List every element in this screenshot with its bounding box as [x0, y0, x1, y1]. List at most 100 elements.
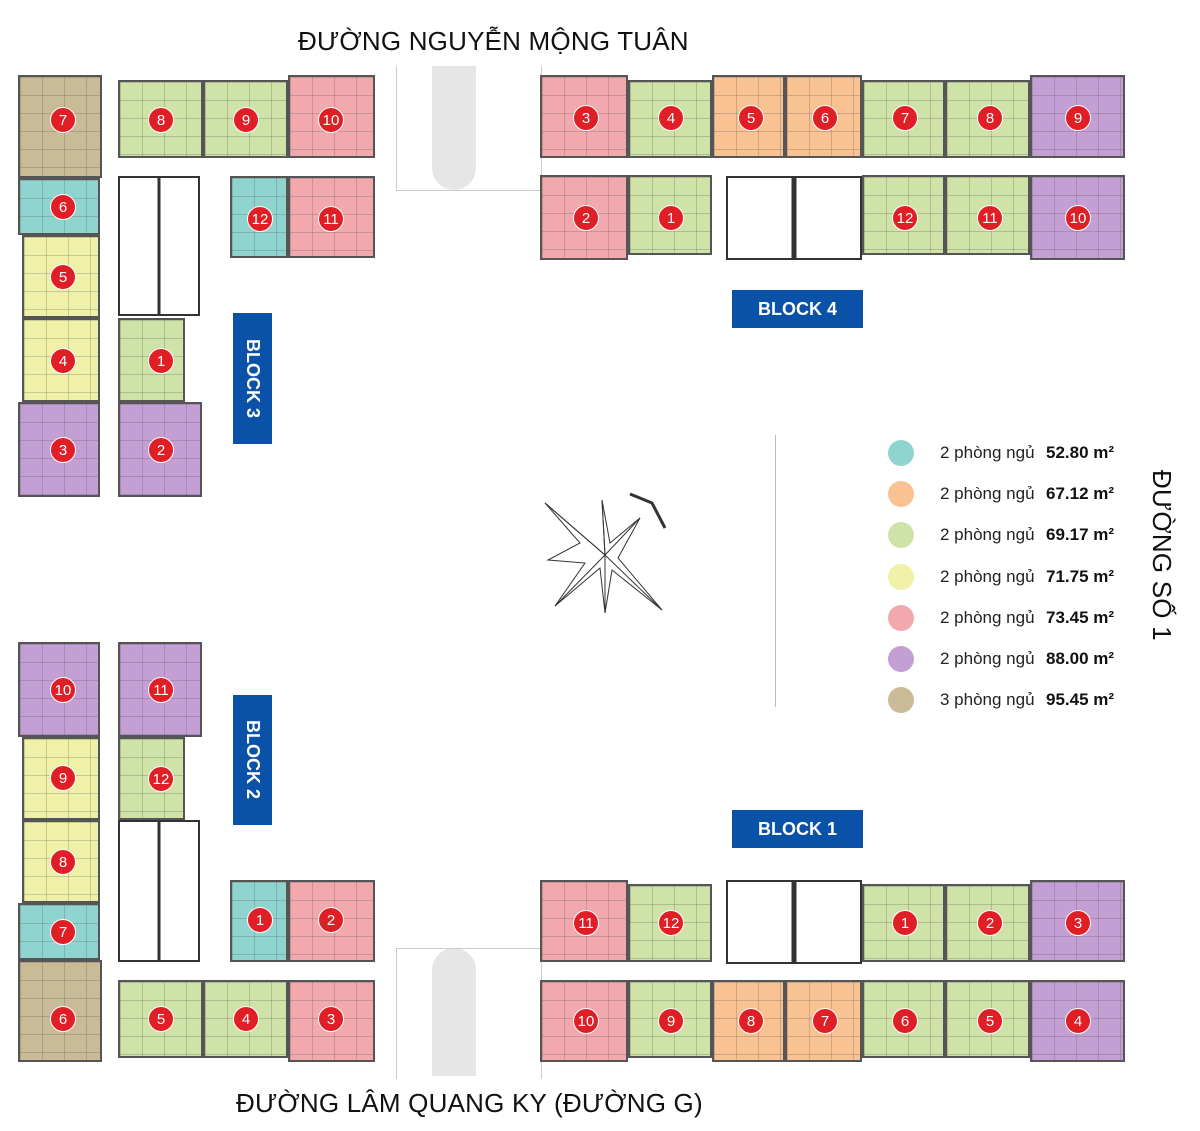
- core-block3: [118, 176, 200, 316]
- unit-number-badge: 2: [573, 205, 599, 231]
- unit-b4-1[interactable]: [628, 175, 712, 255]
- legend-label: 2 phòng ngủ: [940, 566, 1035, 586]
- unit-number-badge: 12: [658, 910, 684, 936]
- color-swatch: [888, 439, 914, 466]
- unit-number-badge: 3: [573, 105, 599, 131]
- unit-number-badge: 3: [50, 437, 76, 463]
- unit-number-badge: 2: [148, 437, 174, 463]
- unit-number-badge: 9: [233, 107, 259, 133]
- legend-area: 69.17 m²: [1046, 525, 1115, 545]
- legend-item: 2 phòng ngủ 73.45 m²: [888, 597, 1114, 638]
- unit-b1-6[interactable]: [862, 980, 945, 1058]
- unit-b3-9[interactable]: [203, 80, 288, 158]
- unit-number-badge: 11: [977, 205, 1003, 231]
- legend-label: 2 phòng ngủ: [940, 525, 1035, 545]
- compass-icon: [544, 492, 667, 614]
- unit-number-badge: 8: [738, 1008, 764, 1034]
- unit-number-badge: 1: [247, 907, 273, 933]
- legend-area: 95.45 m²: [1046, 690, 1115, 710]
- unit-b2-7[interactable]: [18, 903, 100, 960]
- unit-number-badge: 6: [50, 194, 76, 220]
- unit-number-badge: 10: [1065, 205, 1091, 231]
- unit-number-badge: 9: [658, 1008, 684, 1034]
- legend-item: 2 phòng ngủ 67.12 m²: [888, 473, 1114, 514]
- unit-number-badge: 3: [1065, 910, 1091, 936]
- unit-number-badge: 11: [318, 206, 344, 232]
- color-swatch: [888, 480, 914, 507]
- unit-number-badge: 2: [318, 907, 344, 933]
- unit-number-badge: 5: [738, 105, 764, 131]
- unit-b2-2[interactable]: [288, 880, 375, 962]
- legend-area: 71.75 m²: [1046, 566, 1115, 586]
- legend-label: 2 phòng ngủ: [940, 649, 1035, 669]
- legend-label: 3 phòng ngủ: [940, 690, 1035, 710]
- unit-b4-7[interactable]: [862, 80, 945, 158]
- unit-number-badge: 2: [977, 910, 1003, 936]
- unit-number-badge: 4: [1065, 1008, 1091, 1034]
- block3-label: BLOCK 3: [233, 313, 272, 444]
- street-bottom-label: ĐƯỜNG LÂM QUANG KY (ĐƯỜNG G): [236, 1088, 703, 1118]
- unit-b4-12[interactable]: [862, 175, 945, 255]
- unit-b4-8[interactable]: [945, 80, 1030, 158]
- road-outline-top: [396, 66, 542, 191]
- color-swatch: [888, 687, 914, 714]
- unit-b3-8[interactable]: [118, 80, 203, 158]
- unit-b4-11[interactable]: [945, 175, 1030, 255]
- unit-number-badge: 10: [318, 107, 344, 133]
- core-block1: [726, 880, 862, 964]
- unit-b4-10[interactable]: [1030, 175, 1125, 260]
- unit-number-badge: 7: [892, 105, 918, 131]
- unit-number-badge: 8: [977, 105, 1003, 131]
- unit-number-badge: 7: [50, 919, 76, 945]
- core-block4: [726, 176, 862, 260]
- legend-area: 88.00 m²: [1046, 649, 1115, 669]
- block1-label: BLOCK 1: [732, 810, 863, 848]
- unit-number-badge: 8: [50, 849, 76, 875]
- road-top: [432, 66, 476, 190]
- legend-label: 2 phòng ngủ: [940, 442, 1035, 462]
- legend-label: 2 phòng ngủ: [940, 483, 1035, 503]
- legend-item: 2 phòng ngủ 52.80 m²: [888, 432, 1114, 473]
- unit-number-badge: 12: [892, 205, 918, 231]
- legend-label: 2 phòng ngủ: [940, 607, 1035, 627]
- unit-b4-2[interactable]: [540, 175, 628, 260]
- road-bottom: [432, 948, 476, 1076]
- unit-b1-10[interactable]: [540, 980, 628, 1062]
- unit-number-badge: 5: [148, 1006, 174, 1032]
- unit-number-badge: 7: [812, 1008, 838, 1034]
- legend-area: 52.80 m²: [1046, 442, 1115, 462]
- color-swatch: [888, 646, 914, 673]
- road-outline-bottom: [396, 948, 542, 1079]
- unit-number-badge: 6: [812, 105, 838, 131]
- unit-number-badge: 12: [247, 206, 273, 232]
- unit-number-badge: 8: [148, 107, 174, 133]
- unit-number-badge: 7: [50, 107, 76, 133]
- unit-number-badge: 1: [148, 348, 174, 374]
- color-swatch: [888, 604, 914, 631]
- unit-number-badge: 3: [318, 1006, 344, 1032]
- unit-b2-5[interactable]: [118, 980, 203, 1058]
- legend-item: 2 phòng ngủ 69.17 m²: [888, 515, 1114, 556]
- unit-number-badge: 4: [233, 1006, 259, 1032]
- color-swatch: [888, 563, 914, 590]
- block2-label: BLOCK 2: [233, 695, 272, 825]
- unit-number-badge: 9: [1065, 105, 1091, 131]
- legend-item: 2 phòng ngủ 71.75 m²: [888, 556, 1114, 597]
- legend-item: 2 phòng ngủ 88.00 m²: [888, 638, 1114, 679]
- unit-b1-1[interactable]: [862, 884, 945, 962]
- legend-area: 67.12 m²: [1046, 483, 1115, 503]
- unit-b2-8[interactable]: [22, 820, 100, 903]
- color-swatch: [888, 522, 914, 549]
- unit-number-badge: 11: [573, 910, 599, 936]
- unit-number-badge: 1: [658, 205, 684, 231]
- unit-number-badge: 5: [977, 1008, 1003, 1034]
- unit-number-badge: 4: [658, 105, 684, 131]
- street-top-label: ĐƯỜNG NGUYỄN MỘNG TUÂN: [298, 26, 689, 56]
- unit-b3-7[interactable]: [18, 75, 102, 178]
- unit-number-badge: 4: [50, 348, 76, 374]
- unit-b4-3[interactable]: [540, 75, 628, 158]
- unit-number-badge: 5: [50, 264, 76, 290]
- core-block2: [118, 820, 200, 962]
- unit-number-badge: 10: [573, 1008, 599, 1034]
